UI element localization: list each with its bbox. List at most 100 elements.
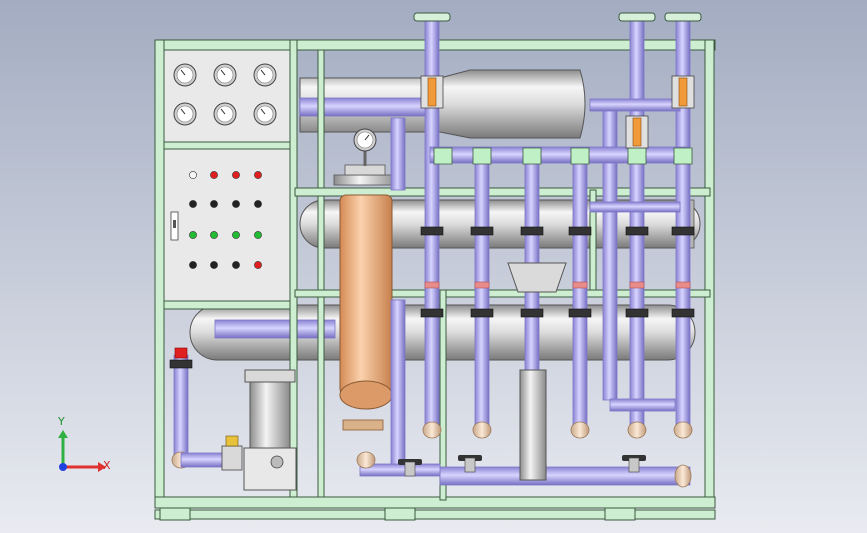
indicator-light-green — [210, 231, 218, 239]
axis-y-label: Y — [57, 415, 65, 428]
valve-handle — [632, 117, 642, 147]
frame-inner-post-2 — [589, 189, 597, 291]
piping — [169, 12, 702, 488]
pump-motor — [249, 379, 291, 451]
riser-left-lower — [390, 299, 406, 471]
indicator-light-black — [210, 200, 218, 208]
riser-mid-1 — [474, 159, 490, 426]
frame-mid-beam — [294, 187, 711, 197]
electrical-panel — [163, 148, 291, 302]
riser-mid-3 — [572, 159, 588, 426]
upper-valves — [420, 75, 695, 149]
manifold-end — [674, 464, 692, 488]
gauge-needle — [180, 69, 186, 76]
coupling-upper-3 — [520, 226, 544, 236]
flow-band-1 — [424, 281, 440, 289]
header-tee-2 — [472, 147, 492, 165]
indicator-light-green — [189, 231, 197, 239]
coupling-upper-5 — [625, 226, 649, 236]
indicator-light-black — [232, 200, 240, 208]
bottom-manifold — [439, 466, 691, 486]
frame-base-skid — [154, 509, 716, 520]
cartridge-drain-fitting — [342, 419, 384, 431]
frame-lower-beam — [294, 289, 711, 298]
permeate-header — [429, 146, 691, 164]
pressure-gauge-icon — [253, 63, 277, 87]
frame-foot-2 — [384, 507, 416, 521]
lower-connector-pipe — [214, 319, 336, 339]
indicator-light-black — [254, 200, 262, 208]
flow-band-5 — [629, 281, 645, 289]
valve-handle-icon — [398, 459, 422, 477]
lower-crossover — [609, 398, 676, 412]
high-pressure-pump — [243, 262, 567, 491]
panel-switch-lever — [173, 220, 176, 228]
pressure-gauge-icon — [253, 102, 277, 126]
booster-pump-column — [519, 369, 547, 481]
gauge-needle — [260, 69, 266, 76]
left-drain-cap — [174, 347, 188, 359]
cartridge-flange — [333, 174, 399, 186]
lower-valves — [221, 435, 646, 477]
indicator-light-red — [232, 171, 240, 179]
top-crossover — [589, 98, 681, 112]
indicator-light-white — [189, 171, 197, 179]
pump-bolt — [270, 455, 284, 469]
gauge-needle — [220, 69, 226, 76]
pressure-gauge-icon — [213, 102, 237, 126]
coupling-lower-2 — [470, 308, 494, 318]
coupling-upper-4 — [568, 226, 592, 236]
coupling-lower-1 — [420, 308, 444, 318]
flow-band-6 — [675, 281, 691, 289]
valve-handle — [678, 77, 688, 107]
valve-stem — [464, 457, 476, 473]
frame-left-post — [154, 39, 165, 509]
valve-handle — [427, 77, 437, 107]
indicator-light-green — [232, 231, 240, 239]
frame-foot-3 — [604, 507, 636, 521]
bottom-elbow-1 — [422, 421, 442, 439]
valve-stem — [628, 457, 640, 473]
coupling-upper-1 — [420, 226, 444, 236]
valve-handle-icon — [622, 455, 646, 473]
pump-head — [243, 447, 297, 491]
gauge-needle — [180, 108, 186, 115]
axis-triad: X Y — [57, 415, 111, 472]
bottom-elbow-2 — [472, 421, 492, 439]
control-panel — [163, 49, 291, 302]
gauge-needle — [220, 108, 226, 115]
frame-post-2 — [289, 39, 298, 501]
indicator-light-black — [189, 261, 197, 269]
indicator-light-green — [254, 231, 262, 239]
indicator-light-red — [254, 261, 262, 269]
flow-band-4 — [572, 281, 588, 289]
frame-base-beam — [154, 496, 716, 509]
booster-pump-housing — [507, 262, 567, 293]
valve-handle-icon — [458, 455, 482, 473]
riser-1-flange — [413, 12, 451, 22]
coupling-lower-3 — [520, 308, 544, 318]
coupling-lower-6 — [671, 308, 695, 318]
header-tee-6 — [673, 147, 693, 165]
header-tee-1 — [433, 147, 453, 165]
frame-foot-1 — [159, 507, 191, 521]
pressure-gauge-icon — [173, 63, 197, 87]
valve-handle-icon — [625, 115, 649, 149]
cartridge-lid — [344, 164, 386, 176]
indicator-light-black — [232, 261, 240, 269]
indicator-light-black — [189, 200, 197, 208]
axis-x-label: X — [103, 459, 111, 472]
valve-handle-icon — [420, 75, 444, 109]
gauge-needle — [364, 134, 370, 141]
valve-handle-icon — [671, 75, 695, 109]
riser-left-upper — [390, 117, 406, 191]
cartridge-bottom-dome — [339, 380, 393, 410]
bottom-elbow-6 — [673, 421, 693, 439]
header-tee-3 — [522, 147, 542, 165]
coupling-lower-4 — [568, 308, 592, 318]
indicator-light-red — [254, 171, 262, 179]
left-valve-body — [221, 445, 243, 471]
bottom-elbow-5 — [627, 421, 647, 439]
